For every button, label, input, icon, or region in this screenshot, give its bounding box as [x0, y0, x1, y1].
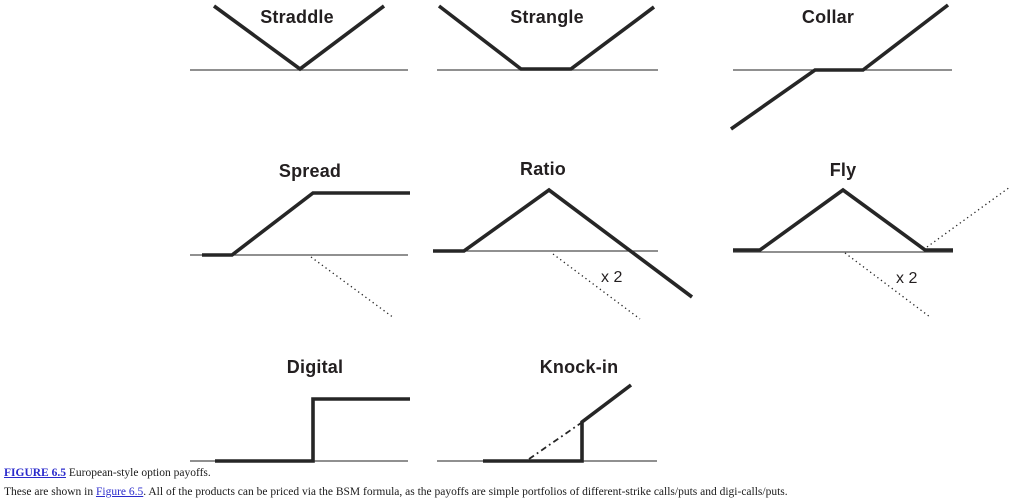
body-paragraph: These are shown in Figure 6.5. All of th…: [4, 485, 788, 499]
fly-payoff-line: [733, 187, 953, 252]
panel-label-straddle: Straddle: [260, 7, 334, 27]
figure-caption: FIGURE 6.5 European-style option payoffs…: [4, 466, 211, 480]
spread-dotted-line-0: [310, 256, 395, 319]
panel-label-strangle: Strangle: [510, 7, 584, 27]
figure-caption-link[interactable]: FIGURE 6.5: [4, 467, 66, 479]
ratio-multiplier-label: x 2: [601, 269, 623, 286]
spread-payoff-line: [202, 191, 410, 257]
fly-dotted-line-1: [926, 186, 1011, 248]
straddle-payoff-line: [212, 4, 386, 72]
figure-caption-text: European-style option payoffs.: [65, 467, 211, 479]
panel-label-fly: Fly: [829, 160, 857, 180]
panel-label-spread: Spread: [278, 161, 342, 181]
figure-reference-link[interactable]: Figure 6.5: [95, 486, 144, 498]
panel-label-collar: Collar: [801, 7, 855, 27]
body-text-post: . All of the products can be priced via …: [143, 486, 788, 498]
knock-in-payoff-line: [483, 383, 633, 463]
ratio-payoff-line: [433, 187, 694, 299]
ratio-dotted-line-0: [552, 253, 641, 320]
panel-label-ratio: Ratio: [520, 159, 566, 179]
fly-multiplier-label: x 2: [896, 270, 918, 287]
digital-payoff-line: [215, 397, 410, 463]
panel-label-knock-in: Knock-in: [539, 357, 619, 377]
panel-label-digital: Digital: [286, 357, 344, 377]
knock-in-dashdot-line-0: [528, 422, 582, 460]
strangle-payoff-line: [437, 4, 656, 71]
body-text-pre: These are shown in: [4, 486, 96, 498]
collar-payoff-line: [729, 3, 950, 131]
